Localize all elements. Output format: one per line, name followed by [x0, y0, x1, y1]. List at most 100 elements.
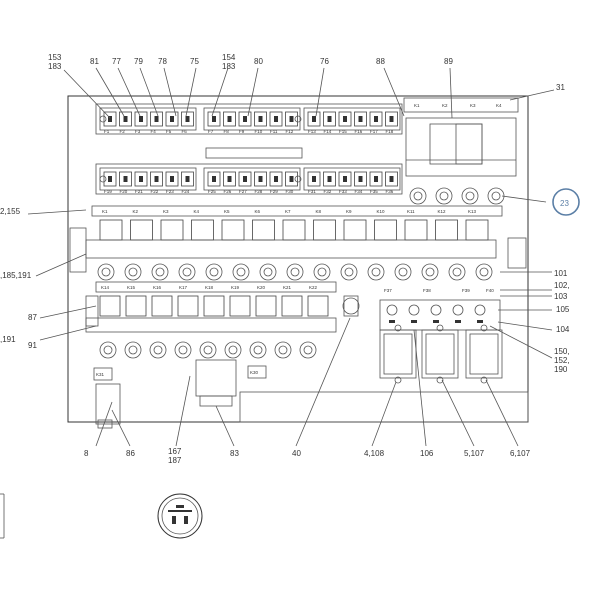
breaker-label-k3: K3 — [470, 103, 476, 108]
relay-label: K20 — [257, 285, 266, 290]
callout-number: 89 — [444, 57, 453, 66]
grommet — [340, 263, 358, 281]
fuse-label: F33 — [339, 189, 347, 194]
relay-label: K7 — [285, 209, 291, 214]
callout-number: 183 — [48, 62, 62, 71]
callout-number: 104 — [556, 325, 570, 334]
relay — [203, 295, 225, 317]
highlight-label: 23 — [560, 199, 569, 208]
fuse-label: F8 — [224, 129, 230, 134]
grommet — [249, 341, 267, 359]
breaker-label-k1: K1 — [414, 103, 420, 108]
relay-label: K17 — [179, 285, 188, 290]
contactor: K30 — [195, 359, 267, 407]
grommet — [97, 263, 115, 281]
relay — [374, 219, 397, 241]
fuse-label: F3 — [135, 129, 141, 134]
fuse-label: F34 — [355, 189, 363, 194]
grommet — [367, 263, 385, 281]
power-fuse — [430, 304, 442, 316]
power-fuse-row — [386, 304, 486, 323]
power-fuse — [474, 304, 486, 316]
grommet-row-2 — [99, 341, 317, 359]
fuse-label: F12 — [286, 129, 294, 134]
relay-label: K22 — [309, 285, 318, 290]
relay — [99, 295, 121, 317]
callout-number: 77 — [112, 57, 121, 66]
relay — [130, 219, 153, 241]
fuse-label: F31 — [308, 189, 316, 194]
grommet — [487, 187, 505, 205]
callout-number: 167 — [168, 447, 182, 456]
callout-number: 152, — [554, 356, 570, 365]
callout-number: 91 — [28, 341, 37, 350]
callout-number: 4,108 — [364, 449, 385, 458]
grommet — [224, 341, 242, 359]
grommet — [99, 341, 117, 359]
callout-number: ,185,191 — [0, 271, 32, 280]
breaker-label-k4: K4 — [496, 103, 502, 108]
power-fuse-block: F37 F38 F39 F40 — [379, 288, 501, 331]
grommet — [178, 263, 196, 281]
callout-number: 78 — [158, 57, 167, 66]
callout-number: 83 — [230, 449, 239, 458]
grommet — [299, 341, 317, 359]
fuse-label: F15 — [339, 129, 347, 134]
relay-label: K15 — [127, 285, 136, 290]
grommet — [313, 263, 331, 281]
grommet — [124, 263, 142, 281]
fuse-label: F24 — [182, 189, 190, 194]
fuse-label: F35 — [370, 189, 378, 194]
power-fuse — [386, 304, 398, 316]
relay — [343, 219, 367, 241]
callout-number: 80 — [254, 57, 263, 66]
relay — [282, 219, 306, 241]
breaker-block: K1 K2 K3 K4 — [403, 97, 519, 177]
contactor-label: K30 — [250, 370, 259, 375]
fuse-label: F22 — [151, 189, 159, 194]
relay — [435, 219, 458, 241]
grommet — [149, 341, 167, 359]
relay-label: K6 — [255, 209, 261, 214]
callout-number: 8 — [84, 449, 89, 458]
relay — [99, 219, 123, 241]
board-lower-panel — [239, 391, 529, 423]
grommet — [232, 263, 250, 281]
power-fuse-f39: F39 — [462, 288, 470, 293]
fuse-label: F19 — [104, 189, 112, 194]
callout-number: 153 — [48, 53, 62, 62]
grommet — [174, 341, 192, 359]
callout-number: 105 — [556, 305, 570, 314]
fuse-label: F5 — [166, 129, 172, 134]
mounted-unit — [421, 329, 459, 379]
callout-number: 183 — [222, 62, 236, 71]
callout-number: 81 — [90, 57, 99, 66]
fuse-label: F7 — [208, 129, 214, 134]
board-outline — [67, 95, 529, 423]
relay — [125, 295, 147, 317]
relay-label: K18 — [205, 285, 214, 290]
callout-number: 154 — [222, 53, 236, 62]
grommet — [199, 341, 217, 359]
relay-label: K5 — [224, 209, 230, 214]
relay — [229, 295, 251, 317]
power-fuse-f37: F37 — [384, 288, 392, 293]
fuse-label: F11 — [270, 129, 278, 134]
grommet — [205, 263, 223, 281]
relay — [160, 219, 184, 241]
fuse-label: F16 — [355, 129, 363, 134]
fuse-label: F30 — [286, 189, 294, 194]
callout-number: 150, — [554, 347, 570, 356]
callout-number: 102, — [554, 281, 570, 290]
side-bracket-left-lower — [85, 295, 99, 327]
grommet — [259, 263, 277, 281]
relay — [281, 295, 303, 317]
side-bracket-right — [507, 237, 527, 269]
fuse-label: F29 — [270, 189, 278, 194]
fuse-label: F21 — [135, 189, 143, 194]
relay — [177, 295, 199, 317]
callout-number: 187 — [168, 456, 182, 465]
edge-fragment — [0, 493, 5, 539]
grommet — [151, 263, 169, 281]
